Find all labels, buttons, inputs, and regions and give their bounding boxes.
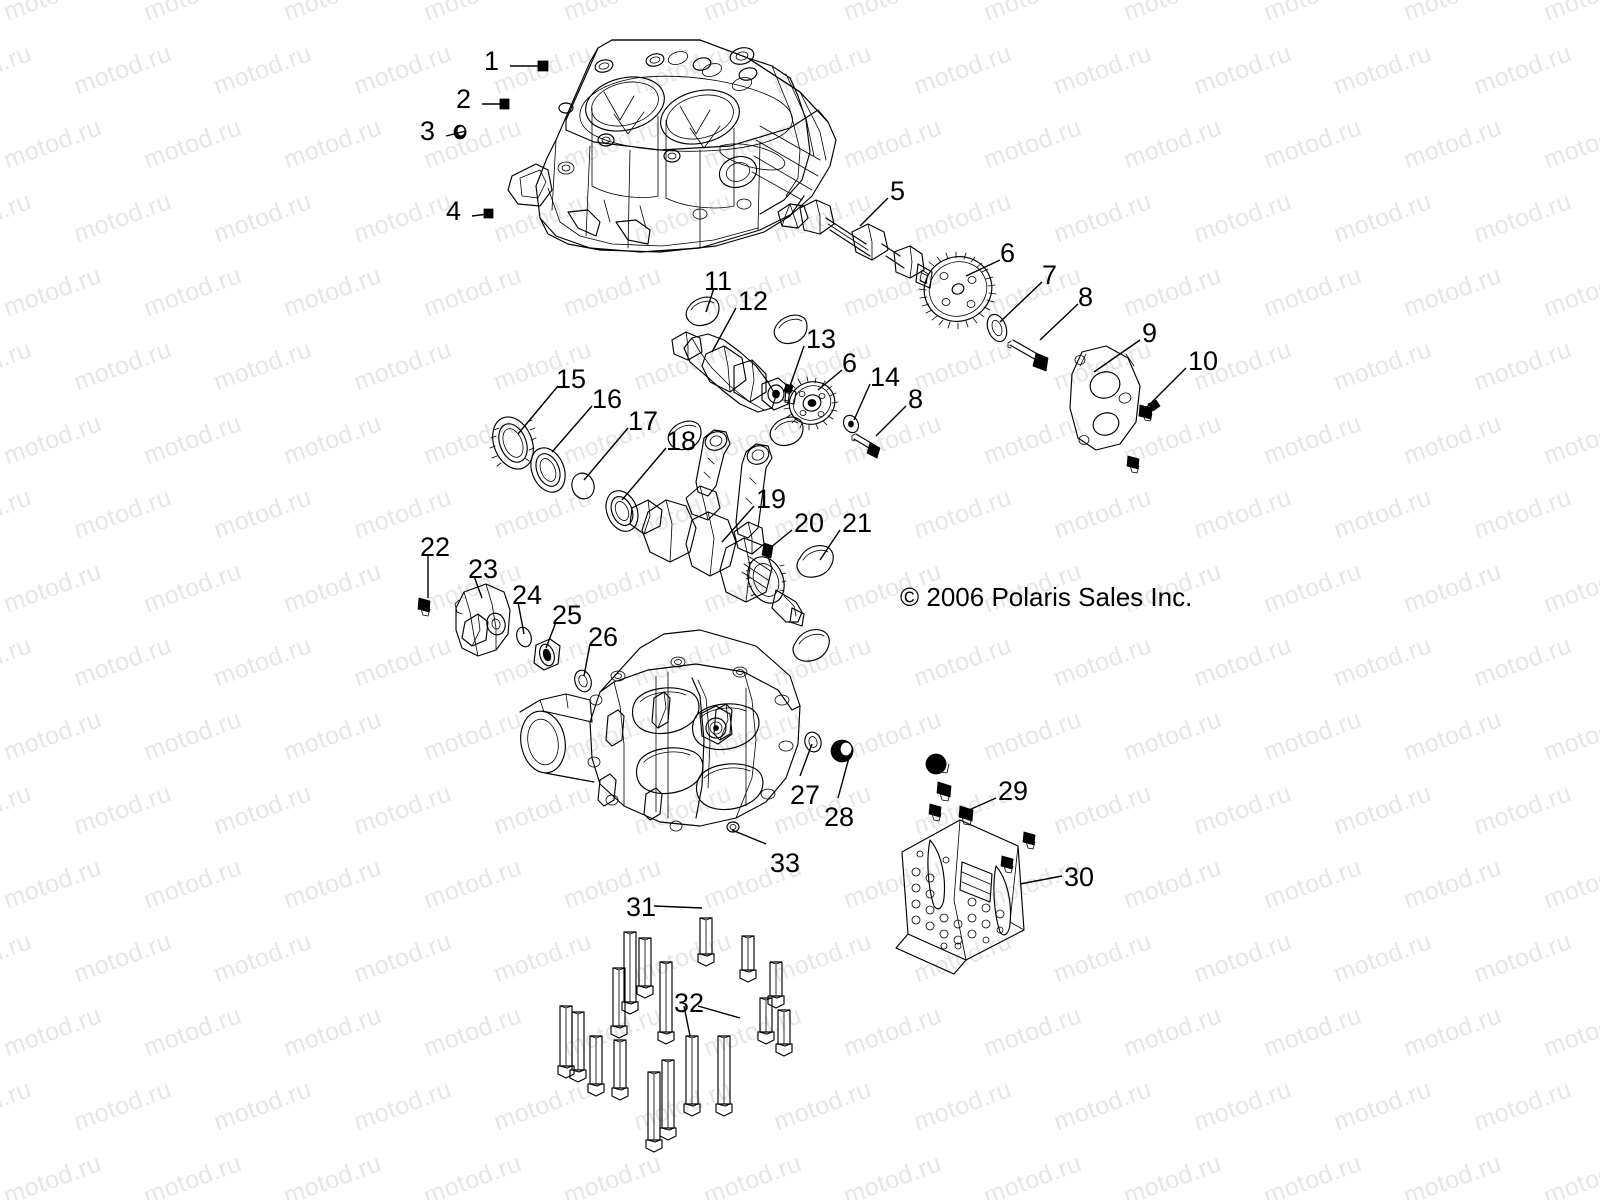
cam-gear-drawing xyxy=(918,251,997,330)
callout-7-washer: 7 xyxy=(1042,260,1058,290)
o-ring-17-drawing xyxy=(571,472,595,500)
leader-line-8 xyxy=(1039,303,1079,341)
upper-crankcase-half-drawing xyxy=(507,39,837,253)
callout-32-bolt-long: 32 xyxy=(674,988,705,1018)
callout-12-balance-shaft: 12 xyxy=(738,286,769,316)
leader-line-32 xyxy=(683,1005,691,1037)
callout-2-plug: 2 xyxy=(456,84,472,114)
callout-3-dowel-pin: 3 xyxy=(420,116,436,146)
bearing-shells-drawing xyxy=(792,545,834,662)
callout-30-oil-baffle-plate: 30 xyxy=(1064,862,1095,892)
leader-line-32b xyxy=(697,1005,741,1019)
callout-21-bearing-shell: 21 xyxy=(842,508,873,538)
leader-line-3 xyxy=(445,130,467,137)
callout-5-camshaft: 5 xyxy=(890,176,906,206)
leader-line-14 xyxy=(853,383,871,421)
leader-line-12 xyxy=(711,307,737,353)
leader-line-23 xyxy=(473,575,483,599)
long-bolts-drawing xyxy=(557,917,793,1153)
callout-9-gasket-plate: 9 xyxy=(1142,318,1158,348)
callout-33-lower-crankcase-half: 33 xyxy=(770,848,801,878)
thrust-washer-20-drawing xyxy=(761,542,774,559)
leader-line-11 xyxy=(705,287,715,313)
callout-15-oil-seal: 15 xyxy=(556,364,587,394)
oil-baffle-plate-drawing xyxy=(895,753,1036,975)
callout-27-o-ring: 27 xyxy=(790,780,821,810)
leader-line-8 xyxy=(875,405,907,437)
callout-10-bolt-small: 10 xyxy=(1188,346,1219,376)
leader-line-20 xyxy=(769,529,793,549)
callout-13-bearing-shell: 13 xyxy=(806,324,837,354)
leader-line-15 xyxy=(517,385,559,435)
washer-7-drawing xyxy=(986,313,1008,343)
callout-25-bushing: 25 xyxy=(552,600,583,630)
callout-17-o-ring: 17 xyxy=(628,406,659,436)
callout-1-plug: 1 xyxy=(484,46,500,76)
bearing-18-drawing xyxy=(605,490,639,532)
bolt-8-upper-drawing xyxy=(1007,339,1049,372)
leader-line-33 xyxy=(731,829,767,845)
callout-28-plug: 28 xyxy=(824,802,855,832)
leader-line-6 xyxy=(817,369,843,391)
leader-line-27 xyxy=(799,743,813,777)
bearing-16-drawing xyxy=(530,447,566,493)
leader-line-29 xyxy=(959,797,997,815)
leader-line-21 xyxy=(819,529,841,561)
oil-seal-15-drawing xyxy=(489,416,537,470)
leader-line-25 xyxy=(545,621,557,649)
balancer-gear-drawing xyxy=(782,376,839,431)
callout-23-oil-pump: 23 xyxy=(468,554,499,584)
oring-27-plug-28-drawing xyxy=(804,731,854,763)
callout-24-o-ring: 24 xyxy=(512,580,543,610)
callout-29-bolt: 29 xyxy=(998,776,1029,806)
callout-16-bearing: 16 xyxy=(592,384,623,414)
copyright-notice: © 2006 Polaris Sales Inc. xyxy=(900,582,1193,612)
callout-8-bolt: 8 xyxy=(1078,282,1094,312)
callout-14-pin: 14 xyxy=(870,362,901,392)
pin-14-drawing xyxy=(842,414,860,434)
leader-line-31 xyxy=(653,905,703,909)
callout-8-bolt: 8 xyxy=(908,384,924,414)
callout-6-cam-gear: 6 xyxy=(1000,238,1016,268)
leader-line-5 xyxy=(859,197,889,227)
leader-line-18 xyxy=(621,447,667,501)
callout-6-balancer-gear: 6 xyxy=(842,348,858,378)
callout-11-bearing-shell: 11 xyxy=(704,266,733,296)
leader-line-4 xyxy=(471,213,489,217)
leader-line-13 xyxy=(789,345,805,387)
leader-line-6 xyxy=(965,259,1001,277)
callout-4-plug: 4 xyxy=(446,196,462,226)
crankshaft-assembly-drawing xyxy=(629,429,805,627)
leader-line-24 xyxy=(517,601,525,635)
callout-22-bolt-small: 22 xyxy=(420,532,451,562)
balance-shaft-drawing xyxy=(667,296,808,451)
leader-line-9 xyxy=(1093,339,1141,373)
callout-leader-lines xyxy=(427,65,1187,1037)
leader-line-7 xyxy=(999,281,1043,323)
callout-20-thrust-washer: 20 xyxy=(794,508,825,538)
callout-18-bearing: 18 xyxy=(666,426,697,456)
camshaft-drawing xyxy=(777,199,933,289)
bolt-8-lower-drawing xyxy=(851,433,881,459)
leader-line-30 xyxy=(1019,875,1063,885)
leader-line-17 xyxy=(583,427,629,481)
lower-crankcase-half-drawing xyxy=(519,629,801,833)
callout-31-bolt-long: 31 xyxy=(626,892,657,922)
leader-line-16 xyxy=(551,405,593,453)
leader-line-19 xyxy=(721,505,755,543)
leader-line-28 xyxy=(837,753,851,799)
callout-26-o-ring: 26 xyxy=(588,622,619,652)
callout-19-crankshaft-assembly: 19 xyxy=(756,484,787,514)
leader-line-26 xyxy=(583,643,591,677)
leader-line-10 xyxy=(1143,367,1187,411)
